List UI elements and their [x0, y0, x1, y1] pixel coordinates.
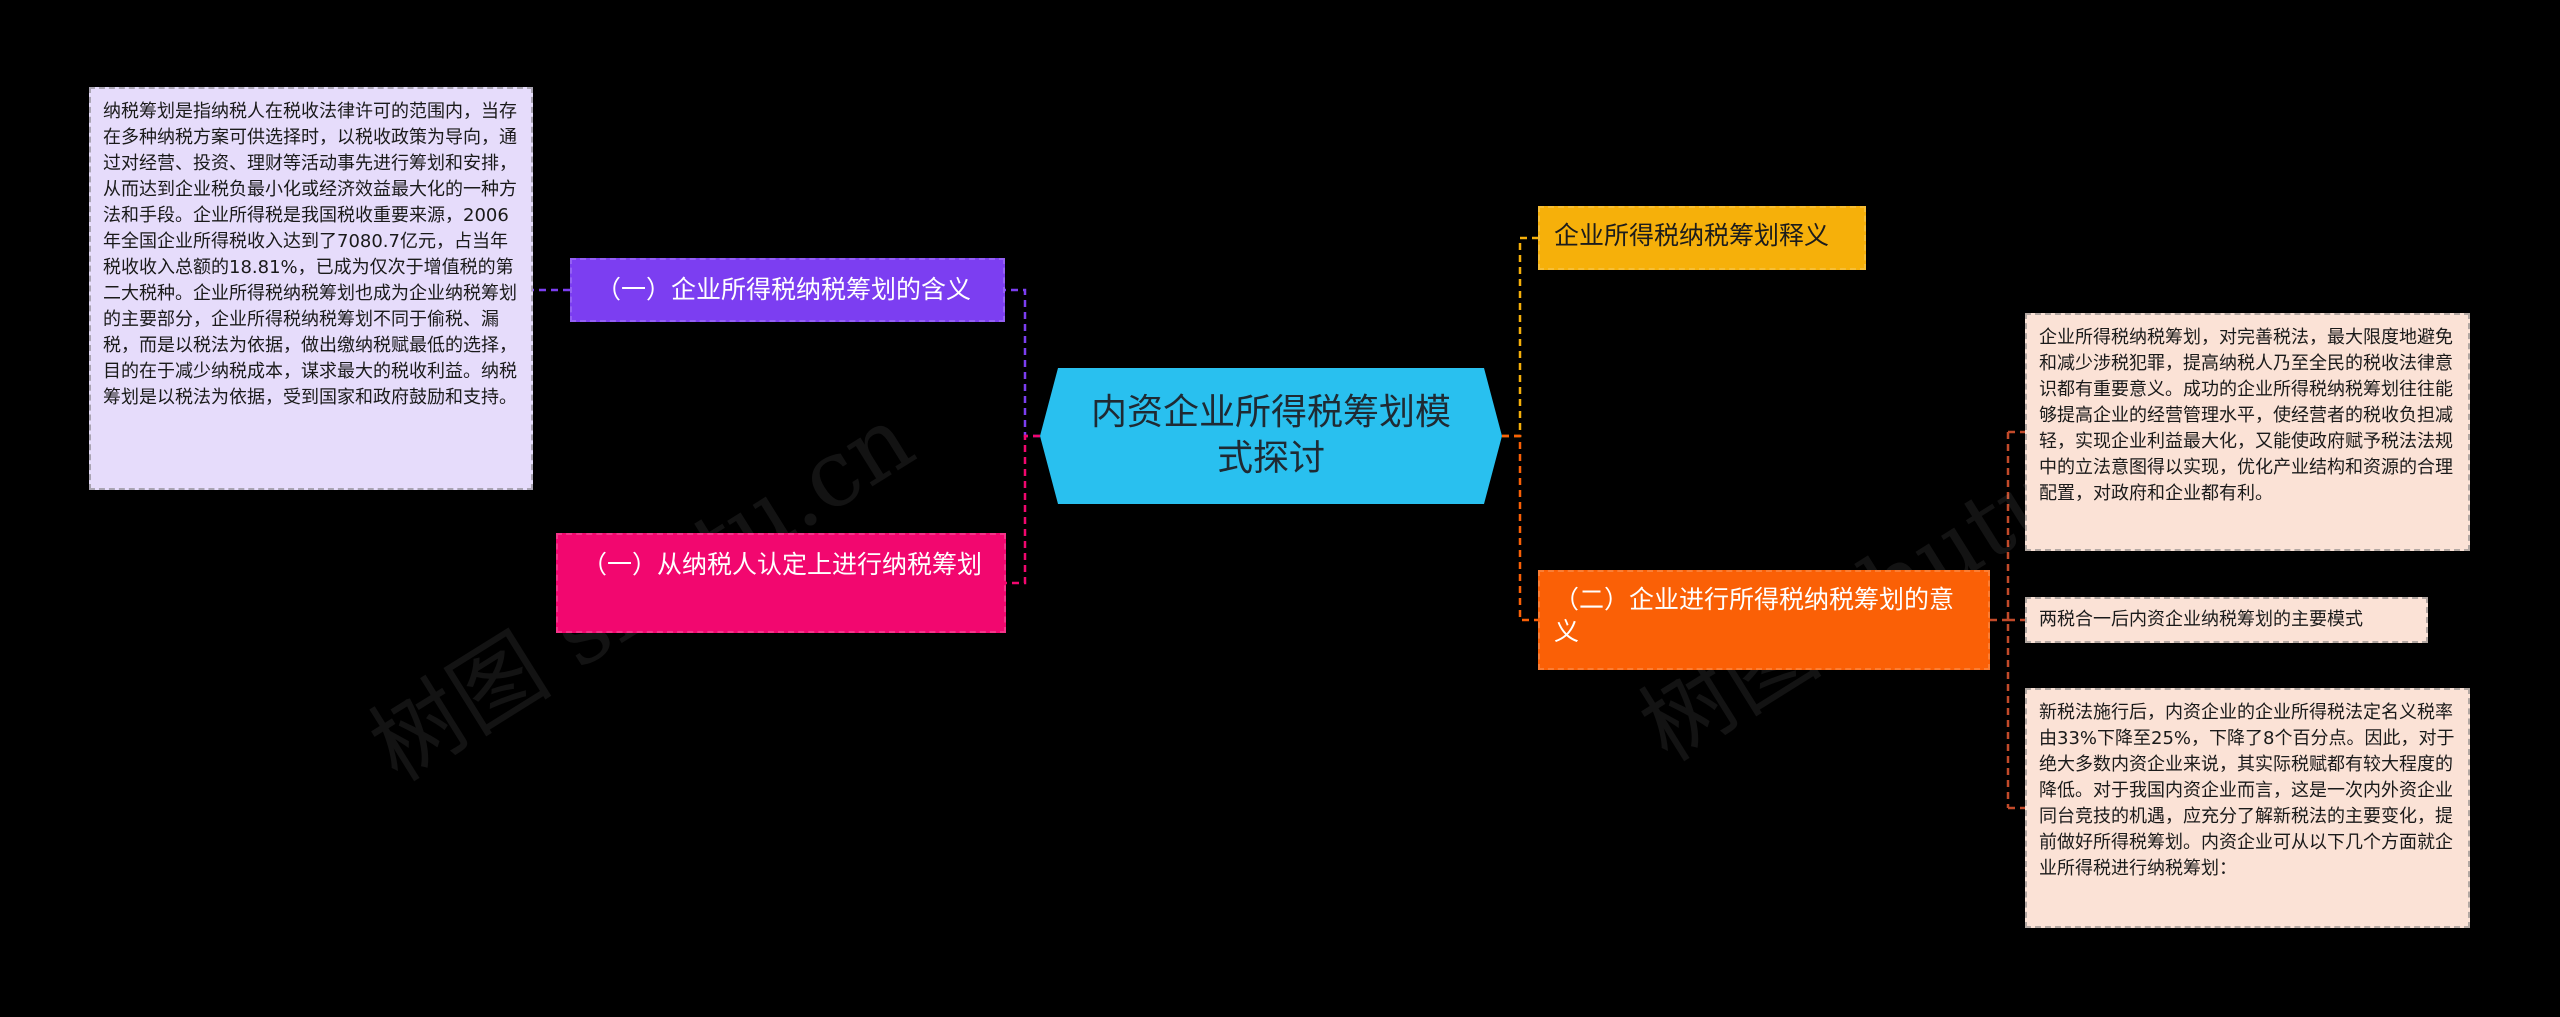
branch-taxpayer-label: （一）从纳税人认定上进行纳税筹划 [582, 550, 983, 579]
central-topic[interactable]: 内资企业所得税筹划模式探讨 [1040, 368, 1502, 504]
link-central-significance [1502, 434, 1538, 622]
central-topic-label: 内资企业所得税筹划模式探讨 [1090, 392, 1451, 479]
link-significance-notes [1990, 430, 2025, 810]
link-central-meaning [1005, 288, 1040, 438]
note-main-mode[interactable]: 两税合一后内资企业纳税筹划的主要模式 [2025, 597, 2428, 643]
note-new-law[interactable]: 新税法施行后，内资企业的企业所得税法定名义税率由33%下降至25%，下降了8个百… [2025, 688, 2470, 928]
branch-taxpayer[interactable]: （一）从纳税人认定上进行纳税筹划 [556, 533, 1006, 633]
note-significance[interactable]: 企业所得税纳税筹划，对完善税法，最大限度地避免和减少涉税犯罪，提高纳税人乃至全民… [2025, 313, 2470, 551]
note-main-mode-text: 两税合一后内资企业纳税筹划的主要模式 [2039, 609, 2363, 630]
branch-significance-label: （二）企业进行所得税纳税筹划的意义 [1554, 585, 1955, 646]
note-new-law-text: 新税法施行后，内资企业的企业所得税法定名义税率由33%下降至25%，下降了8个百… [2039, 702, 2455, 879]
note-significance-text: 企业所得税纳税筹划，对完善税法，最大限度地避免和减少涉税犯罪，提高纳税人乃至全民… [2039, 327, 2453, 504]
note-definition-text: 纳税筹划是指纳税人在税收法律许可的范围内，当存在多种纳税方案可供选择时，以税收政… [103, 101, 517, 408]
branch-explain-label: 企业所得税纳税筹划释义 [1554, 221, 1830, 250]
branch-meaning-label: （一）企业所得税纳税筹划的含义 [596, 275, 972, 304]
branch-significance[interactable]: （二）企业进行所得税纳税筹划的意义 [1538, 570, 1990, 670]
note-definition[interactable]: 纳税筹划是指纳税人在税收法律许可的范围内，当存在多种纳税方案可供选择时，以税收政… [89, 87, 533, 490]
branch-explain[interactable]: 企业所得税纳税筹划释义 [1538, 206, 1866, 270]
link-central-taxpayer [1006, 434, 1040, 585]
link-central-explain [1502, 236, 1538, 438]
branch-meaning[interactable]: （一）企业所得税纳税筹划的含义 [570, 258, 1005, 322]
